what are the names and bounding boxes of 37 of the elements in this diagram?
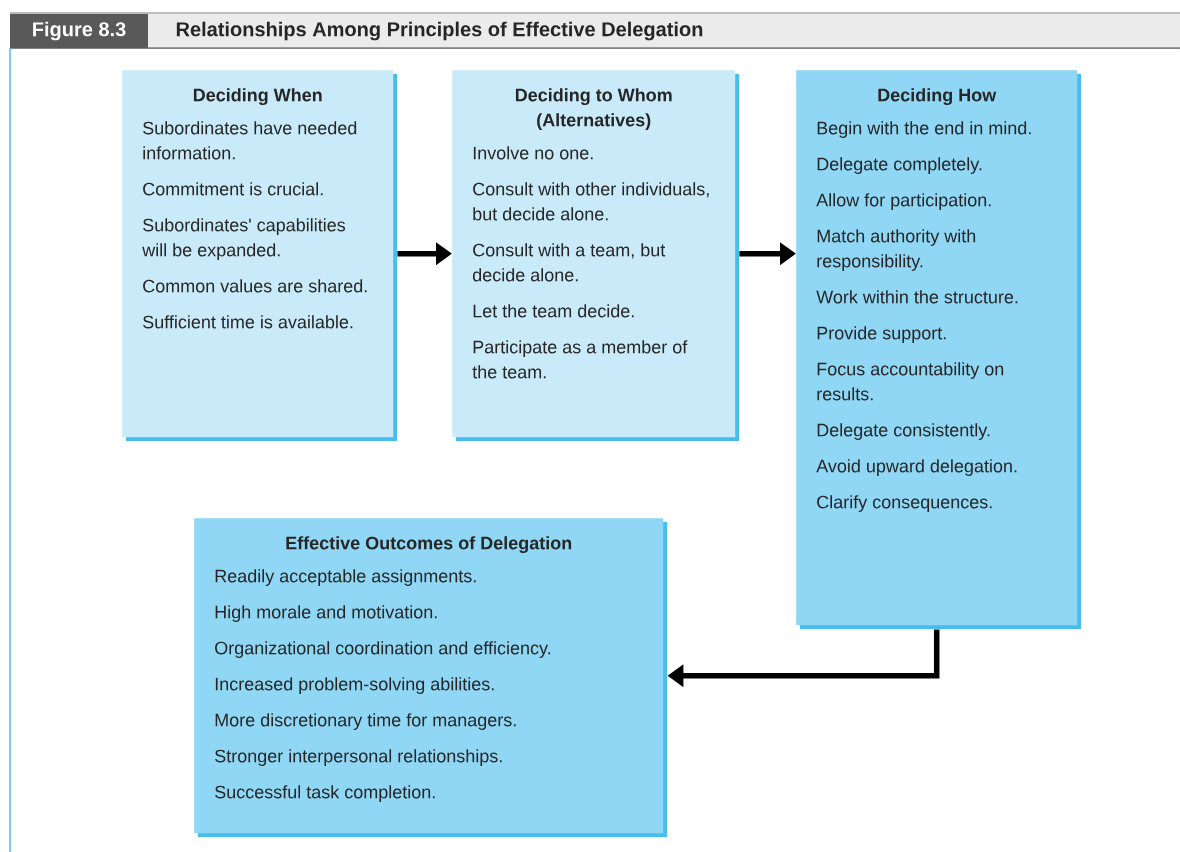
list-item: High morale and motivation. [215,605,437,622]
list-item: Clarify consequences. [817,495,992,512]
list-item: Provide support. [817,326,946,343]
list-item: Sufficient time is available. [143,315,353,329]
list-item: Readily acceptable assignments. [215,569,476,586]
list-item: Consult with a team, but decide alone. [472,243,666,282]
box-heading: Deciding How [878,88,997,106]
process-box [452,70,739,441]
list-item: Commitment is crucial. [143,182,323,196]
figure-number: Figure 8.3 [10,14,148,48]
process-box [796,70,1081,629]
list-item: Begin with the end in mind. [817,121,1031,138]
list-item: Avoid upward delegation. [816,459,1017,476]
list-item: Work within the structure. [816,290,1018,304]
list-item: Involve no one. [473,146,593,160]
list-item: Delegate completely. [817,157,982,174]
process-box [122,70,397,441]
list-item: More discretionary time for managers. [215,713,516,730]
list-item: Subordinates have needed information. [143,121,357,160]
list-item: Subordinates' capabilities will be expanded. [142,218,346,260]
box-heading: Effective Outcomes of Delegation [286,536,572,554]
box-heading: Deciding When [193,88,322,106]
box-heading: Deciding to Whom (Alternatives) [515,88,672,130]
process-box [194,518,667,837]
list-item: Let the team decide. [473,304,634,318]
list-item: Successful task completion. [215,785,435,802]
list-item: Match authority with responsibility. [817,229,976,271]
list-item: Focus accountability on results. [817,362,1004,401]
list-item: Organizational coordination and efficiency. [215,641,551,658]
list-item: Consult with other individuals, but decide alone. [473,182,709,221]
list-item: Stronger interpersonal relationships. [215,749,502,766]
title-bar: Relationships Among Principles of Effective Delegation [148,14,1180,48]
list-item: Delegate consistently. [817,423,990,440]
list-item: Common values are shared. [143,279,367,293]
list-item: Participate as a member of the team. [472,340,688,379]
list-item: Allow for participation. [816,193,991,210]
list-item: Increased problem-solving abilities. [215,677,494,694]
